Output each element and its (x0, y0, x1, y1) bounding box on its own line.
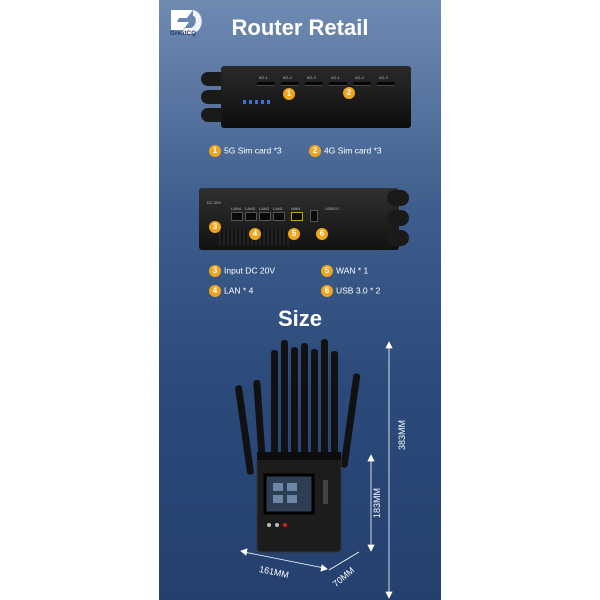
legend-text: Input DC 20V (224, 265, 276, 276)
badge-icon: 2 (309, 145, 321, 157)
port-label: USB3.0 (325, 206, 339, 211)
badge-4g-sim: 2 (343, 87, 355, 99)
badge-icon: 4 (209, 285, 221, 297)
logo-text: GreatCQ (170, 31, 197, 37)
size-title: Size (277, 306, 323, 331)
wan-port (291, 212, 303, 221)
sim-label: 4G-3 (379, 75, 388, 80)
dimension-lines (240, 341, 393, 599)
badge-lan: 4 (249, 228, 261, 240)
badge-dc-input: 3 (209, 221, 221, 233)
legend-text: WAN * 1 (336, 265, 369, 276)
sim-label: 4G-1 (331, 75, 340, 80)
dim-body-height: 183MM (372, 487, 382, 518)
badge-wan: 5 (288, 228, 300, 240)
page-title: Router Retail (231, 15, 369, 40)
sim-label: 5G-3 (307, 75, 316, 80)
badge-usb: 6 (316, 228, 328, 240)
lan-port (273, 212, 285, 221)
badge-icon: 6 (321, 285, 333, 297)
router-with-antennas (235, 339, 361, 553)
dim-total-height: 383MM (397, 419, 407, 450)
legend-text: 5G Sim card *3 (224, 145, 282, 156)
port-label: LAN1 (273, 206, 284, 211)
port-label: LAN2 (259, 206, 270, 211)
legend-text: 4G Sim card *3 (324, 145, 382, 156)
lan-port (231, 212, 243, 221)
product-panel: GreatCQ Router Retail 5G-1 5G-2 5G-3 4G-… (159, 0, 441, 600)
status-leds (243, 100, 273, 104)
port-label: LAN3 (245, 206, 256, 211)
sim-label: 5G-1 (259, 75, 268, 80)
port-label: LAN4 (231, 206, 242, 211)
port-label: WAN (291, 206, 301, 211)
usb-port (310, 210, 318, 222)
legend-text: USB 3.0 * 2 (336, 285, 381, 296)
sim-label: 5G-2 (283, 75, 292, 80)
greatcq-logo (171, 10, 202, 34)
badge-icon: 5 (321, 265, 333, 277)
legend-text: LAN * 4 (224, 285, 254, 296)
lan-port (245, 212, 257, 221)
lan-port (259, 212, 271, 221)
badge-icon: 1 (209, 145, 221, 157)
badge-5g-sim: 1 (283, 88, 295, 100)
badge-icon: 3 (209, 265, 221, 277)
port-label: DC 20V (207, 200, 222, 205)
sim-label: 4G-2 (355, 75, 364, 80)
